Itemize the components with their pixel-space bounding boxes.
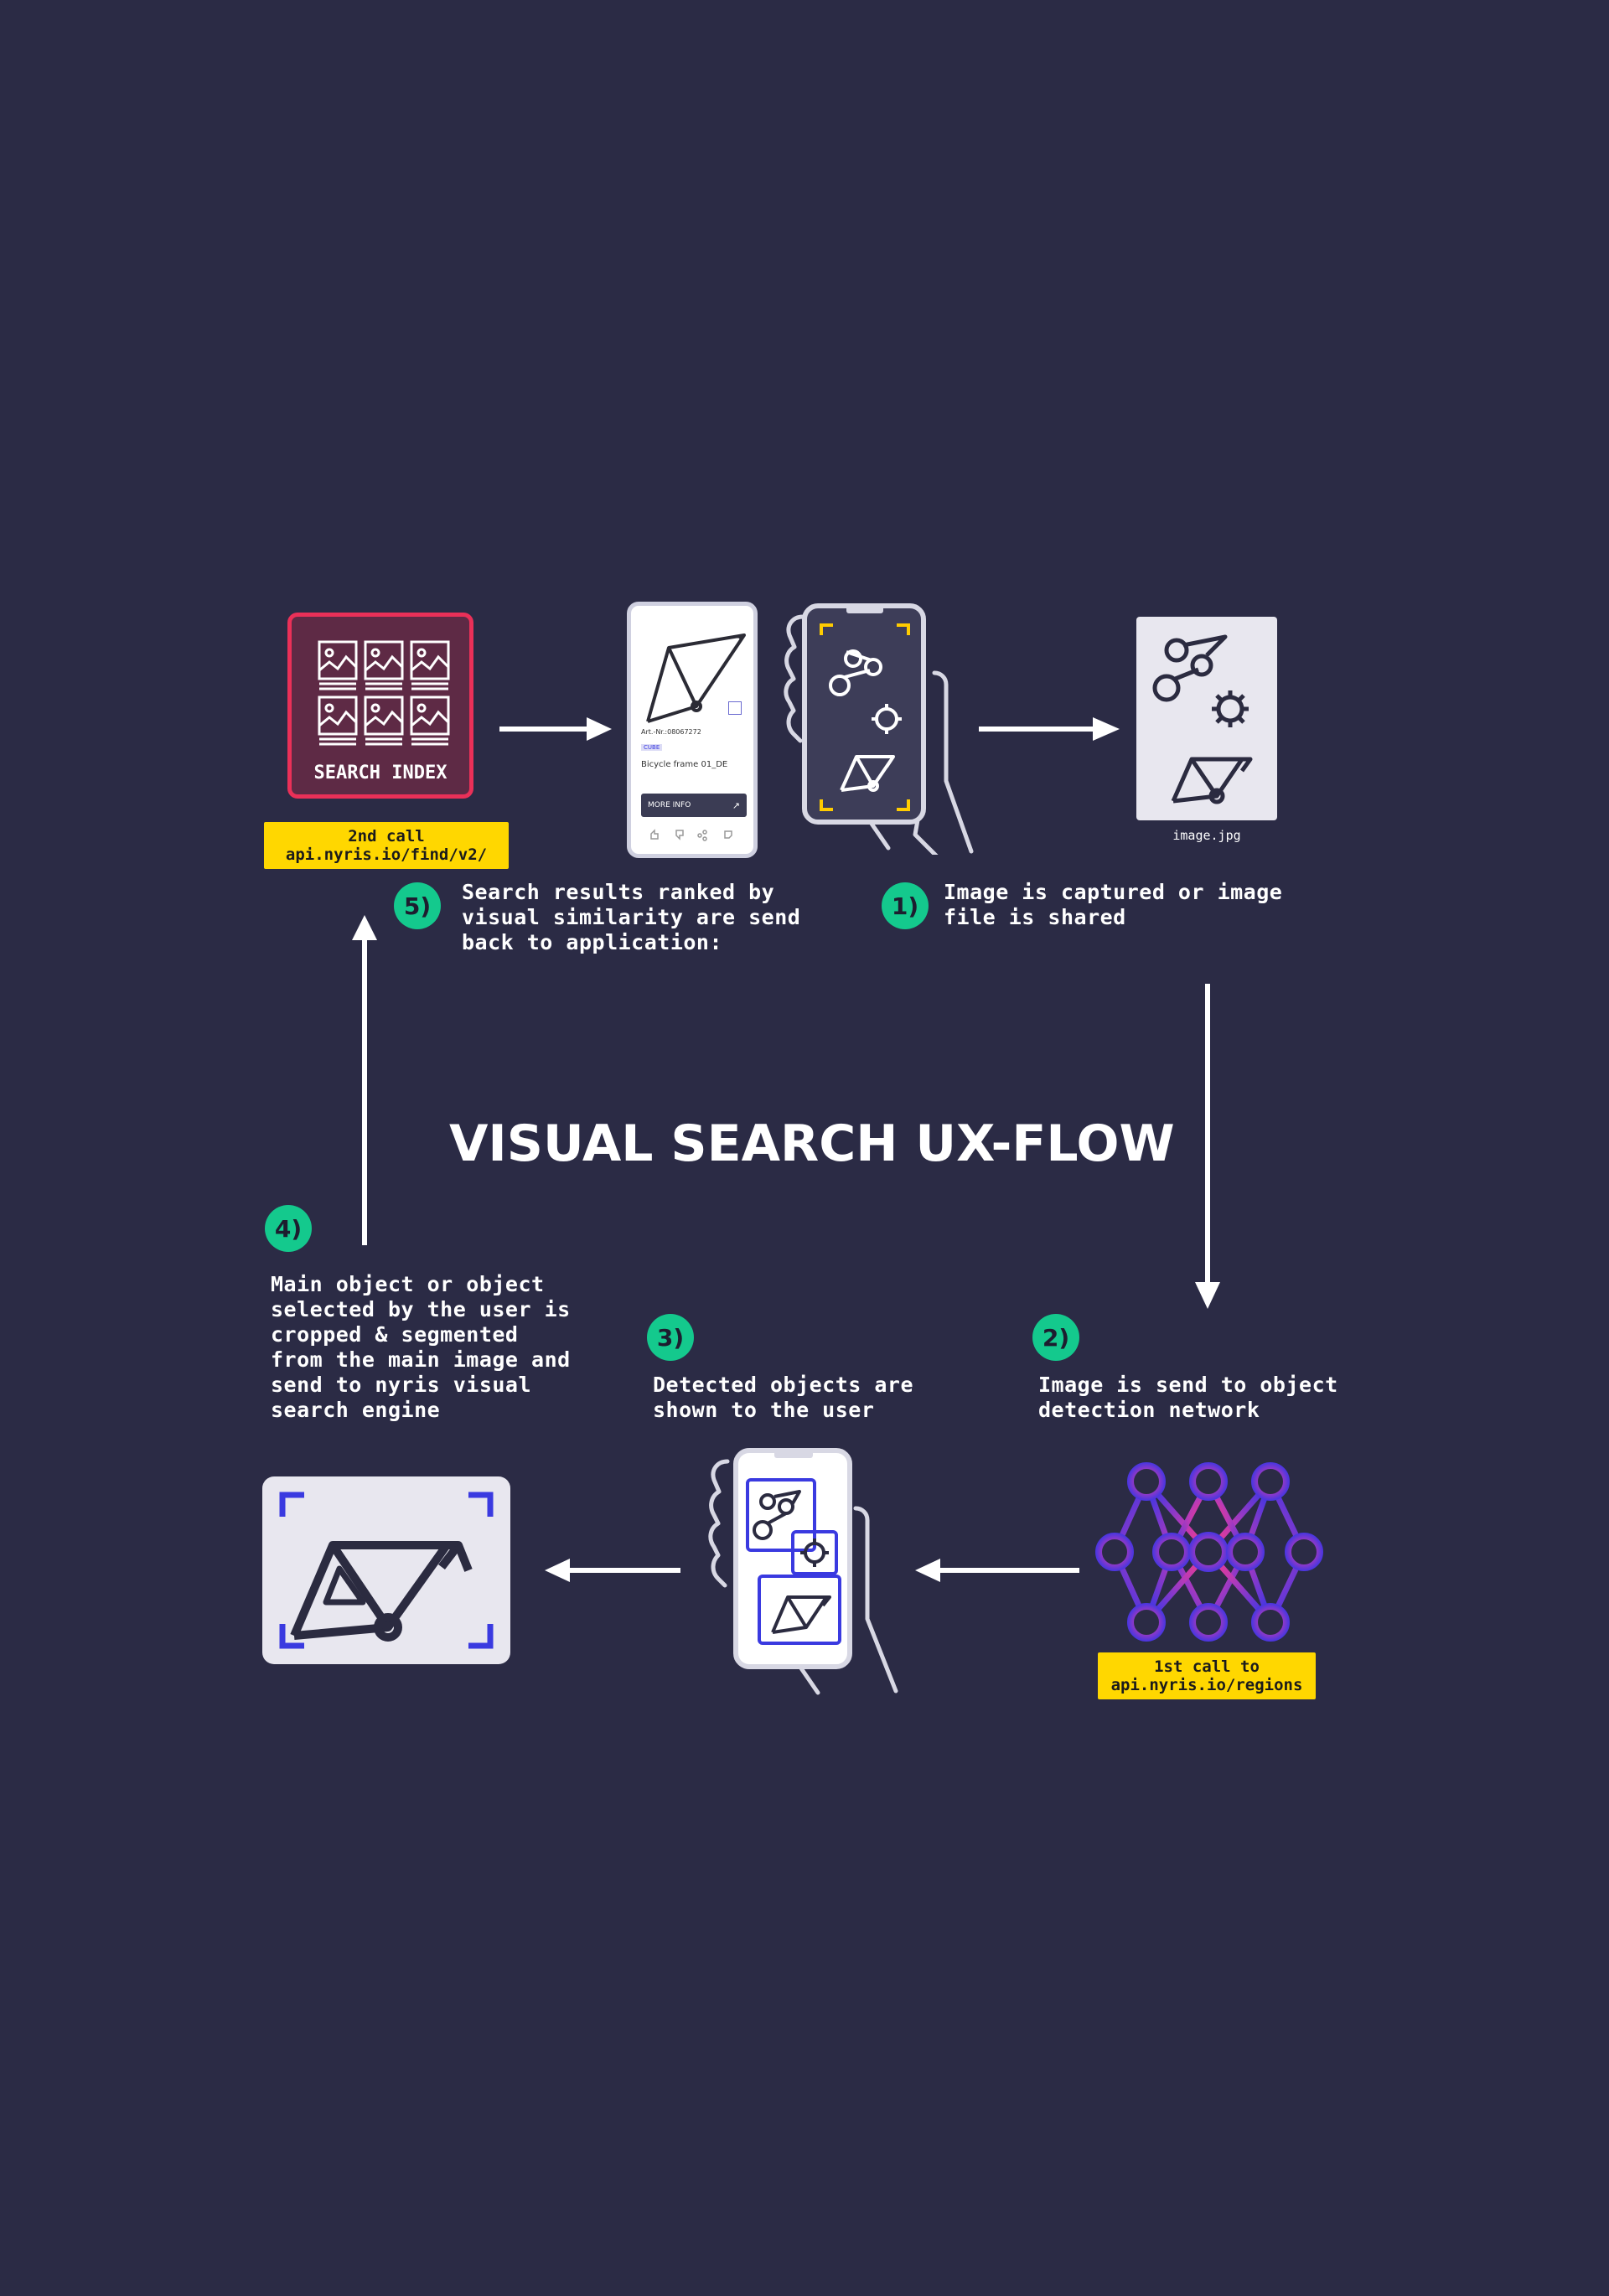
image-file-icon <box>1136 617 1277 820</box>
result-product: Bicycle frame 01_DE <box>641 760 728 769</box>
feedback-icons <box>650 829 732 841</box>
result-brand: CUBE <box>641 744 663 751</box>
more-info-button[interactable]: MORE INFO ↗ <box>641 794 747 817</box>
step-5-text: Search results ranked by visual similari… <box>462 880 801 954</box>
cropped-bicycle-frame <box>279 1492 494 1649</box>
second-call-tag: 2nd call api.nyris.io/find/v2/ <box>264 822 509 869</box>
first-call-tag: 1st call to api.nyris.io/regions <box>1098 1652 1316 1699</box>
first-call-line2: api.nyris.io/regions <box>1110 1676 1303 1694</box>
arrow-right-icon <box>499 717 612 741</box>
step-3-text: Detected objects are shown to the user <box>653 1373 914 1422</box>
arrow-left-icon <box>915 1559 1079 1582</box>
search-index-label: SEARCH INDEX <box>313 763 448 783</box>
phone-result-icon: Art.-Nr.:08067272 CUBE Bicycle frame 01_… <box>627 602 758 858</box>
step-4-badge: 4) <box>265 1205 312 1252</box>
second-call-line1: 2nd call <box>348 827 425 845</box>
more-info-label: MORE INFO <box>648 801 691 809</box>
visual-search-icon[interactable] <box>728 701 742 715</box>
search-index-icon: SEARCH INDEX <box>287 613 473 799</box>
arrow-down-icon <box>1195 984 1220 1309</box>
step-2-badge: 2) <box>1032 1314 1079 1361</box>
bicycle-frame-image <box>646 633 746 723</box>
step-4-text: Main object or object selected by the us… <box>271 1272 571 1422</box>
arrow-up-icon <box>352 915 377 1245</box>
result-art-no: Art.-Nr.:08067272 <box>641 728 701 736</box>
neural-network-icon <box>1095 1462 1323 1642</box>
arrow-left-icon <box>545 1559 680 1582</box>
image-content-icon <box>1152 634 1253 804</box>
second-call-line2: api.nyris.io/find/v2/ <box>285 845 488 864</box>
image-file-caption: image.jpg <box>1172 828 1241 843</box>
first-call-line1: 1st call to <box>1154 1657 1260 1676</box>
step-1-text: Image is captured or image file is share… <box>944 880 1283 929</box>
thumbs-up-icon[interactable] <box>650 829 659 840</box>
comment-icon[interactable] <box>724 830 732 839</box>
arrow-right-icon <box>979 717 1120 741</box>
phone-capture-icon <box>784 603 974 855</box>
phone-detection-icon <box>708 1448 898 1695</box>
step-1-badge: 1) <box>882 882 929 929</box>
cropped-frame-icon <box>262 1476 510 1664</box>
diagram-title: VISUAL SEARCH UX-FLOW <box>449 1114 1175 1173</box>
step-2-text: Image is send to object detection networ… <box>1038 1373 1338 1422</box>
image-grid-icon <box>318 640 450 746</box>
step-5-badge: 5) <box>394 882 441 929</box>
external-link-icon: ↗ <box>732 799 740 811</box>
thumbs-down-icon[interactable] <box>675 830 684 840</box>
step-3-badge: 3) <box>647 1314 694 1361</box>
